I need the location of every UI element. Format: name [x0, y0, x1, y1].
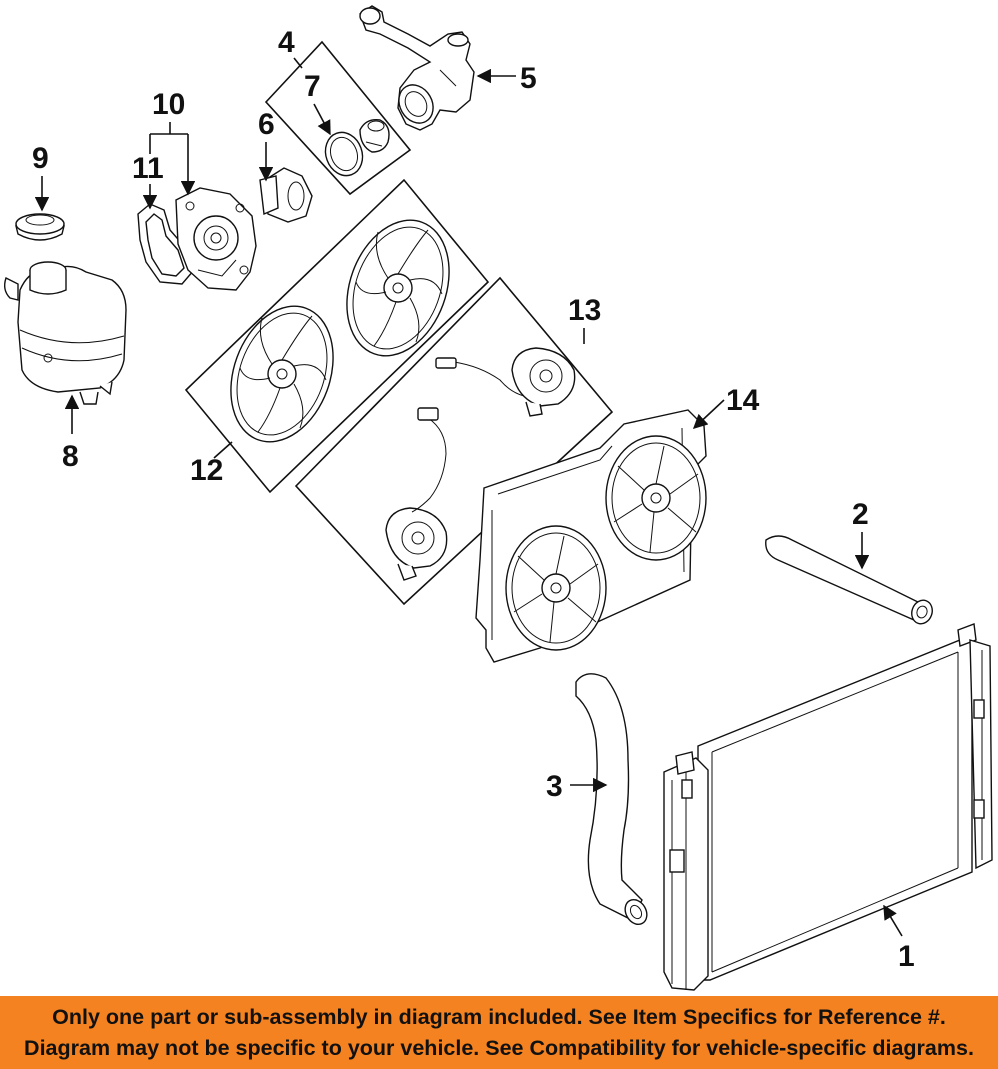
- svg-text:14: 14: [726, 384, 760, 417]
- upper-radiator-hose: [765, 535, 933, 625]
- callout-14: 14: [692, 384, 760, 429]
- callout-10: 10: [150, 88, 196, 196]
- callout-8: 8: [62, 394, 80, 473]
- disclaimer-line-1: Only one part or sub-assembly in diagram…: [52, 1005, 946, 1029]
- fan-blade-right: [346, 219, 450, 357]
- callout-7: 7: [304, 70, 331, 136]
- svg-text:7: 7: [304, 70, 321, 103]
- callout-5: 5: [476, 62, 537, 95]
- callout-3: 3: [546, 770, 608, 803]
- svg-text:13: 13: [568, 294, 601, 327]
- fan-motor-lower: [385, 407, 448, 581]
- fan-motor-box: [294, 276, 614, 606]
- callout-2: 2: [852, 498, 870, 570]
- svg-text:6: 6: [258, 108, 275, 141]
- fan-blade-left: [230, 305, 334, 443]
- svg-text:1: 1: [898, 940, 915, 973]
- parts-diagram: 1 2 3 4 5 6 7 8 9 10 11 1: [3, 5, 993, 991]
- svg-text:4: 4: [278, 26, 295, 59]
- svg-text:5: 5: [520, 62, 537, 95]
- fan-motor-upper: [435, 347, 576, 417]
- water-pump-gasket: [137, 203, 195, 285]
- thermostat-housing: [259, 167, 313, 223]
- callout-11: 11: [132, 134, 164, 210]
- svg-text:10: 10: [152, 88, 185, 121]
- callout-4: 4: [278, 26, 303, 69]
- shroud-fan-lower: [505, 525, 607, 651]
- callout-9: 9: [32, 142, 50, 212]
- disclaimer-banner: Only one part or sub-assembly in diagram…: [0, 996, 998, 1069]
- lower-radiator-hose: [575, 673, 648, 926]
- water-outlet: [359, 5, 475, 131]
- callout-13: 13: [568, 294, 601, 344]
- svg-text:11: 11: [132, 152, 164, 185]
- svg-text:2: 2: [852, 498, 869, 531]
- reservoir-cap: [15, 213, 65, 241]
- shroud-fan-upper: [605, 435, 707, 561]
- callout-1: 1: [883, 904, 915, 973]
- cooling-fan-box: [184, 178, 490, 494]
- svg-text:3: 3: [546, 770, 563, 803]
- svg-text:8: 8: [62, 440, 79, 473]
- radiator: [663, 623, 993, 991]
- callout-6: 6: [258, 108, 275, 182]
- fan-shroud-assembly: [475, 409, 707, 663]
- callout-12: 12: [190, 441, 233, 487]
- coolant-reservoir: [3, 261, 127, 405]
- thermostat-kit-box: [264, 40, 412, 196]
- svg-text:9: 9: [32, 142, 49, 175]
- water-pump: [175, 187, 257, 291]
- disclaimer-line-2: Diagram may not be specific to your vehi…: [24, 1036, 974, 1060]
- svg-text:12: 12: [190, 454, 223, 487]
